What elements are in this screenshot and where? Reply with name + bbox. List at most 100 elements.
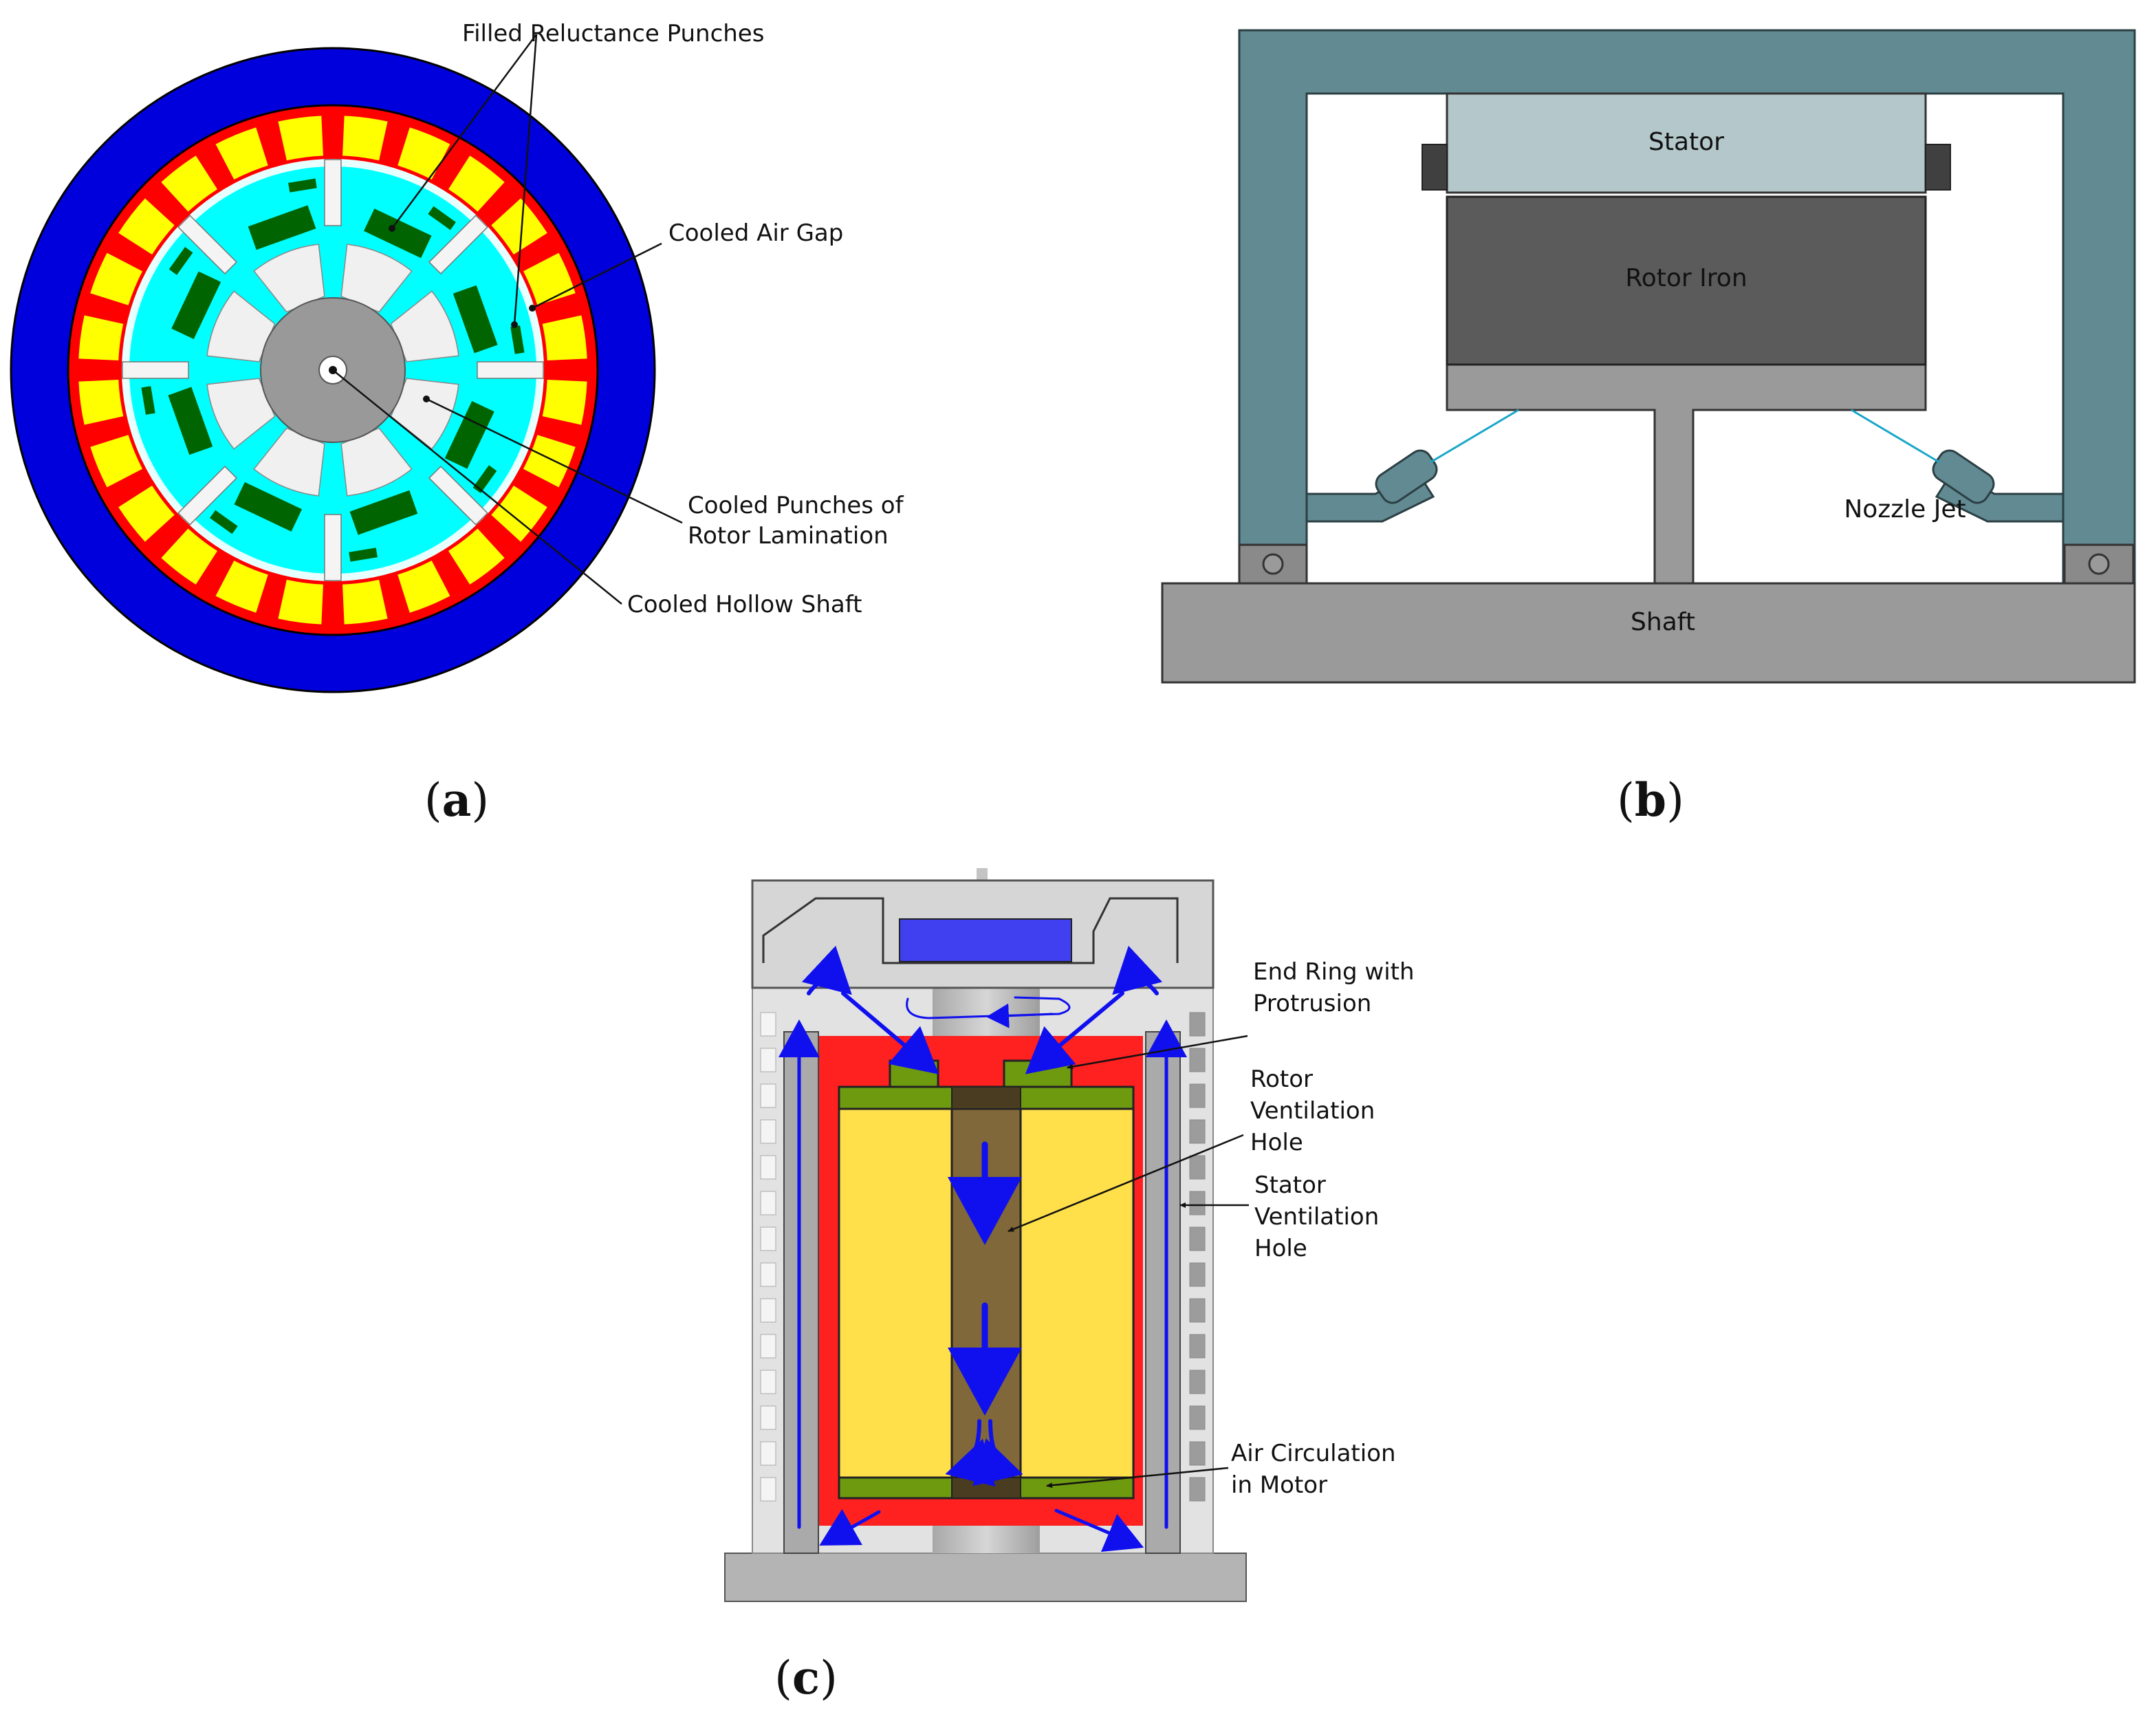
stator — [1446, 92, 1927, 194]
leader-cooled-hollow-shaft — [332, 369, 622, 605]
bearing-right-ball — [2088, 553, 2110, 575]
label-stator-vent-3: Hole — [1254, 1235, 1307, 1262]
vent-slot — [1189, 1012, 1206, 1037]
magnet-small — [428, 206, 456, 230]
stator-slot — [342, 579, 388, 625]
stator-slot — [523, 435, 576, 488]
stator-slot — [542, 380, 587, 425]
stator-slot — [78, 315, 124, 360]
jet-stream-right — [1851, 409, 1940, 464]
stator-slot — [161, 155, 218, 212]
stator-slot — [491, 198, 547, 255]
magnet — [444, 400, 494, 469]
magnet-small — [210, 510, 238, 534]
leader-dot — [529, 305, 536, 312]
label-end-ring-1: End Ring with — [1253, 958, 1415, 986]
shaft-base — [1161, 582, 2136, 684]
vent-hole-top — [951, 1086, 1021, 1110]
vent-slot — [1189, 1191, 1206, 1215]
cooled-punch — [206, 378, 276, 450]
vent-slot — [1189, 1477, 1206, 1502]
leader-dot — [389, 225, 395, 232]
stator-slot — [90, 435, 143, 488]
magnet-small — [288, 178, 317, 193]
stator-vent-slots — [760, 1012, 1206, 1502]
caption-b: (b) — [1617, 773, 1684, 827]
vent-slot — [760, 1334, 776, 1359]
panel-c: End Ring with Protrusion Rotor Ventilati… — [724, 868, 1415, 1705]
vent-slot — [760, 1083, 776, 1108]
vent-slot — [1189, 1048, 1206, 1072]
stator-slot — [78, 380, 124, 425]
vent-slot — [760, 1477, 776, 1502]
leader-filled-punches-1 — [391, 34, 538, 229]
vent-slot — [1189, 1405, 1206, 1430]
vent-slot — [760, 1298, 776, 1323]
svg-text:(b): (b) — [1617, 773, 1684, 827]
svg-text:(a): (a) — [424, 773, 489, 827]
leader-end-ring — [1067, 1035, 1248, 1070]
leader-dot — [423, 396, 430, 402]
vent-slot — [1189, 1262, 1206, 1287]
stator-slot — [278, 579, 323, 625]
cooled-punch — [253, 244, 325, 313]
caption-c: (c) — [774, 1651, 838, 1705]
vent-slot — [1189, 1334, 1206, 1359]
magnet — [453, 285, 498, 354]
vent-slot — [760, 1119, 776, 1144]
stator-vent-channel-left — [783, 1031, 819, 1554]
vent-slot — [760, 1226, 776, 1251]
nozzle-jet-right — [1932, 449, 1995, 504]
stator-slot — [342, 116, 388, 161]
stator-slot — [448, 528, 505, 585]
bearing-left-ball — [1262, 553, 1284, 575]
magnet — [363, 208, 432, 259]
label-stator: Stator — [1648, 128, 1724, 156]
cooled-punch — [340, 244, 413, 313]
magnet-small — [168, 247, 193, 275]
panel-a: Filled Reluctance Punches Cooled Air Gap… — [10, 20, 904, 827]
leader-rotor-vent-hole — [1008, 1134, 1244, 1233]
stator-slot — [448, 155, 505, 212]
magnet — [349, 490, 418, 535]
filled-reluctance-punch — [122, 361, 189, 379]
vent-slot — [1189, 1441, 1206, 1466]
filled-reluctance-punch — [324, 159, 342, 226]
filled-reluctance-punch — [428, 215, 488, 275]
vent-slot — [760, 1405, 776, 1430]
vent-hole-bottom — [951, 1477, 1021, 1499]
stator-slot — [90, 252, 143, 305]
caption-a: (a) — [424, 773, 489, 827]
stator-slot — [215, 127, 268, 180]
stator-slot — [398, 127, 450, 180]
filled-reluctance-punch — [428, 465, 488, 526]
label-shaft: Shaft — [1631, 608, 1695, 636]
vent-slot — [760, 1262, 776, 1287]
stator-slot — [118, 198, 175, 255]
magnet-small — [349, 548, 378, 562]
filled-reluctance-punch — [177, 465, 238, 526]
stator-slot — [278, 116, 323, 161]
leader-dot — [511, 321, 518, 328]
vent-slot — [760, 1191, 776, 1215]
filled-reluctance-punch — [324, 514, 342, 581]
stator-end-right — [1925, 144, 1951, 191]
label-rotor-vent-2: Ventilation — [1250, 1097, 1375, 1125]
svg-text:(c): (c) — [774, 1651, 838, 1705]
vent-slot — [1189, 1370, 1206, 1394]
end-ring-protrusion-left — [889, 1059, 939, 1088]
rotor-core-left — [838, 1107, 953, 1479]
cooled-punch — [390, 378, 459, 450]
magnet-small — [141, 386, 155, 415]
rotor-punches — [122, 159, 544, 581]
vent-slot — [1189, 1298, 1206, 1323]
filled-reluctance-punch — [177, 215, 238, 275]
vent-slot — [1189, 1119, 1206, 1144]
cooled-punch — [253, 427, 325, 497]
label-cooled-punches-1: Cooled Punches of — [688, 492, 904, 519]
rotor-magnets — [141, 178, 525, 562]
leader-cooled-punches — [426, 398, 683, 524]
magnet — [248, 205, 316, 250]
filled-reluctance-punch — [477, 361, 544, 379]
